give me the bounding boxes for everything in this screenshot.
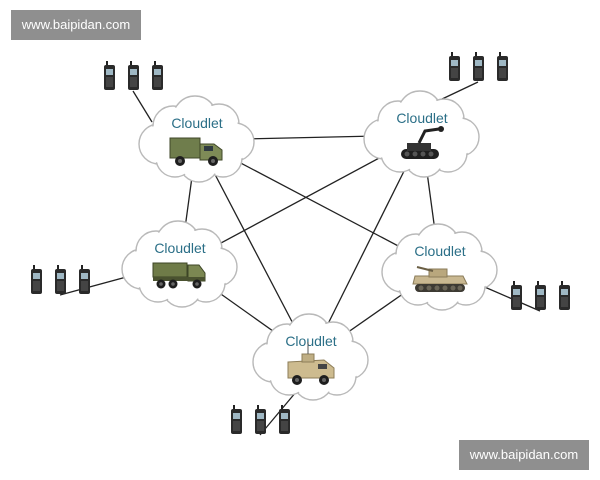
- handheld-radio-icon: [511, 281, 522, 310]
- cloudlet-node: Cloudlet: [121, 220, 238, 308]
- handheld-radio-icon: [535, 281, 546, 310]
- device-group: [31, 265, 90, 294]
- cloudlet-label: Cloudlet: [414, 243, 465, 259]
- ifv-tank-icon: [412, 266, 468, 292]
- humvee-icon: [169, 137, 223, 166]
- cloudlet-label: Cloudlet: [396, 110, 447, 126]
- handheld-radio-icon: [152, 61, 163, 90]
- cloudlet-node: Cloudlet: [138, 95, 255, 183]
- cloudlet-label: Cloudlet: [154, 240, 205, 256]
- handheld-radio-icon: [497, 52, 508, 81]
- mrap-vehicle-icon: [287, 342, 335, 385]
- handheld-radio-icon: [55, 265, 66, 294]
- handheld-radio-icon: [473, 52, 484, 81]
- handheld-radio-icon: [31, 265, 42, 294]
- watermark-top: www.baipidan.com: [11, 10, 141, 40]
- watermark-bottom: www.baipidan.com: [459, 440, 589, 470]
- device-layer: [31, 52, 570, 434]
- handheld-radio-icon: [128, 61, 139, 90]
- handheld-radio-icon: [231, 405, 242, 434]
- device-link: [59, 275, 131, 296]
- handheld-radio-icon: [559, 281, 570, 310]
- device-group: [231, 405, 290, 434]
- handheld-radio-icon: [79, 265, 90, 294]
- cloudlet-label: Cloudlet: [285, 333, 336, 349]
- device-link: [479, 284, 541, 312]
- cloudlet-node: Cloudlet: [381, 223, 498, 311]
- handheld-radio-icon: [449, 52, 460, 81]
- cloudlet-label: Cloudlet: [171, 115, 222, 131]
- device-group: [511, 281, 570, 310]
- handheld-radio-icon: [279, 405, 290, 434]
- device-group: [449, 52, 508, 81]
- device-link: [439, 81, 479, 101]
- handheld-radio-icon: [104, 61, 115, 90]
- device-link: [132, 90, 153, 123]
- cloudlet-node: Cloudlet: [363, 90, 480, 178]
- cloud-shape: [363, 90, 480, 178]
- cloudlet-node: Cloudlet: [252, 313, 369, 401]
- handheld-radio-icon: [255, 405, 266, 434]
- cargo-truck-icon: [152, 262, 206, 289]
- ugv-robot-icon: [401, 126, 444, 159]
- device-group: [104, 61, 163, 90]
